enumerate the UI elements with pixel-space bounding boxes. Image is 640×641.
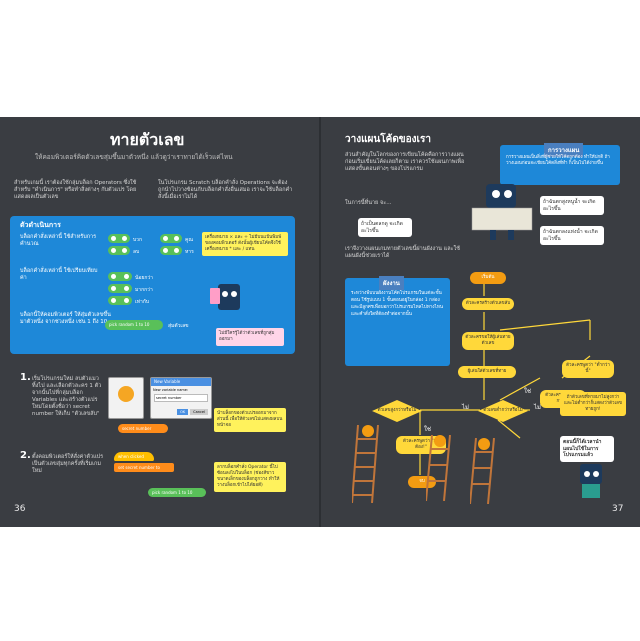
new-variable-dialog: New Variable New variable name: secret n… <box>150 377 212 419</box>
ladder-icon-1 <box>352 425 379 503</box>
set-block: set secret number to <box>114 463 174 472</box>
note-operators: เครื่องหมาย × และ ÷ ไม่มีบนแป้นพิมพ์ของค… <box>202 232 288 256</box>
fc-create: ตัวละครสร้างตัวเลขลับ <box>462 298 514 310</box>
block-div <box>160 246 182 255</box>
fc-start: เริ่มต้น <box>470 272 506 284</box>
page-title-left: ทายตัวเลข <box>110 130 185 149</box>
planning-card-title: การวางแผน <box>544 143 584 157</box>
label-gt: มากกว่า <box>135 287 153 293</box>
cancel-button[interactable]: Cancel <box>190 409 208 415</box>
step1-text: เริ่มโปรแกรมใหม่ ลบตัวแมวทิ้งไป และเลือก… <box>32 376 102 417</box>
flag-block-text: when clicked <box>118 454 144 459</box>
flowchart-card-title: ผังงาน <box>379 276 404 290</box>
flag-block: when clicked <box>114 452 154 461</box>
note-operator: ลากบล็อกคำสั่ง Operator นี้ไปซ้อนลงไปในบ… <box>214 462 286 492</box>
block-random: pick random 1 to 10 <box>105 320 163 330</box>
set-block-text: set secret number to <box>118 465 160 470</box>
variable-name-input[interactable]: secret number <box>154 394 208 402</box>
step2-text: ตั้งคอมพิวเตอร์ให้สั่งค่าตัวแปรเป็นตัวเล… <box>32 454 104 474</box>
page-number-left: 36 <box>14 504 26 514</box>
intro-right-3: เราจึงวางแผนเกมทายตัวเลขนี้ผ่านผังงาน แล… <box>345 246 460 259</box>
var-block-text: secret number <box>122 426 152 431</box>
intro-right: ส่วนสำคัญในโลกของการเขียนโค้ดคือการวางแผ… <box>345 152 465 172</box>
flowchart-card-text: ระหว่างพีบบนผังงานโค้ดโปรแกรมในแต่ละขั้น… <box>351 291 444 317</box>
fc-input: ผู้เล่นใส่ตัวเลขที่ทาย <box>458 366 516 378</box>
planning-card: การวางแผน การวางแผนเป็นสิ่งที่ผู้ช่วยให้… <box>500 143 620 185</box>
intro-col2: ในโปรแกรม Scratch บล็อกคำสั่ง Operations… <box>158 180 293 200</box>
intro-col1: สำหรับเกมนี้ เราต้องใช้กลุ่มบล็อก Operat… <box>14 180 137 200</box>
label-plus: บวก <box>133 237 143 243</box>
fc-q1: ตัวเลขสูงกว่าหรือไม่ <box>372 400 422 422</box>
robot-map-icon <box>471 184 533 240</box>
label-no-1: ไม่ <box>462 404 469 411</box>
bubble-2: ถ้าฉันตกสูงหนูน้ำ จะเกิดอะไรขึ้น <box>540 196 604 215</box>
random-block-2: pick random 1 to 10 <box>148 488 206 497</box>
ladder-icon-2 <box>426 435 451 501</box>
row1-text: บล็อกคำสั่งเหล่านี้ ใช้สำหรับการคำนวณ <box>20 234 97 247</box>
label-times: คูณ <box>185 237 193 243</box>
block-gt <box>108 284 132 293</box>
row3-text: บล็อกนี้ให้คอมพิวเตอร์ ให้สุ่มตัวเลขขึ้น… <box>20 312 111 325</box>
ok-button[interactable]: OK <box>177 409 189 415</box>
block-times <box>160 234 182 243</box>
label-no-2: ไม่ <box>534 404 541 411</box>
step2-num: 2. <box>20 450 31 461</box>
label-eq: เท่ากับ <box>135 299 150 305</box>
random-block-text: pick random 1 to 10 <box>109 322 150 327</box>
note-random: ไม่มีใครรู้ได้ว่าตัวเลขที่ถูกสุ่มออกมา <box>216 328 284 346</box>
intro-right-2: ในการนี้ที่นาย จะ... <box>345 200 392 206</box>
sprite-icon <box>118 386 134 402</box>
block-minus <box>108 246 130 255</box>
end-bubble: ตอนนี้ก็ได้เวลานำแผนไปใช้ในการโปรแกรมแล้… <box>560 436 614 462</box>
bubble-3: ถ้าฉันตกลงแห่งน้ำ จะเกิดอะไรขึ้น <box>540 226 604 245</box>
gutter <box>319 117 321 527</box>
field-label: New variable name: <box>153 388 189 392</box>
block-lt <box>108 272 132 281</box>
label-yes-1: ใช่ <box>424 426 432 433</box>
robot-calculator-icon <box>210 284 240 310</box>
flowchart-card: ผังงาน ระหว่างพีบบนผังงานโค้ดโปรแกรมในแต… <box>345 276 450 366</box>
random-block-2-text: pick random 1 to 10 <box>152 490 193 495</box>
label-yes-2: ใช่ <box>524 388 532 395</box>
panel-title: ตัวดำเนินการ <box>20 221 61 229</box>
scratch-sprite-pane <box>108 377 144 419</box>
fc-ask: ตัวละครขอให้ผู้เล่นทายตัวเลข <box>462 332 514 350</box>
robot-end-icon <box>580 464 602 498</box>
fc-note: ถ้าตัวเลขที่ทายมาไม่สูงกว่าและไม่ต่ำกว่า… <box>560 392 626 416</box>
page-number-right: 37 <box>612 504 624 514</box>
label-div: หาร <box>185 249 194 255</box>
ladder-icon-3 <box>470 438 495 504</box>
subtitle-left: ให้คอมพิวเตอร์คิดตัวเลขสุ่มขึ้นมาตัวหนึ่… <box>35 153 233 161</box>
operators-panel: ตัวดำเนินการ บล็อกคำสั่งเหล่านี้ ใช้สำหร… <box>10 216 295 354</box>
block-eq <box>108 296 132 305</box>
page-title-right: วางแผนโค้ดของเรา <box>345 134 431 145</box>
planning-card-text: การวางแผนเป็นสิ่งที่ผู้ช่วยให้โค้ดถูกต้อ… <box>506 155 610 166</box>
step1-num: 1. <box>20 372 31 383</box>
fc-high: ตัวละครพูดว่า "ต่ำกว่านี้" <box>562 360 614 378</box>
note-variable: นำบล็อกของตัวแปรออกมาจากส่วนนี้ เพื่อให้… <box>214 408 286 432</box>
fc-q2: ตัวเลขต่ำกว่าหรือไม่ <box>478 400 528 422</box>
row2-text: บล็อกคำสั่งเหล่านี้ ใช้เปรียบเทียบค่า <box>20 268 98 281</box>
bubble-1: ถ้าเป็นตลกดู จะเกิดอะไรขึ้น <box>358 218 412 237</box>
label-lt: น้อยกว่า <box>135 275 153 281</box>
dialog-title: New Variable <box>151 378 211 386</box>
label-minus: ลบ <box>133 249 140 255</box>
var-block: secret number <box>118 424 168 433</box>
label-random: สุ่มตัวเลข <box>168 323 189 329</box>
block-plus <box>108 234 130 243</box>
